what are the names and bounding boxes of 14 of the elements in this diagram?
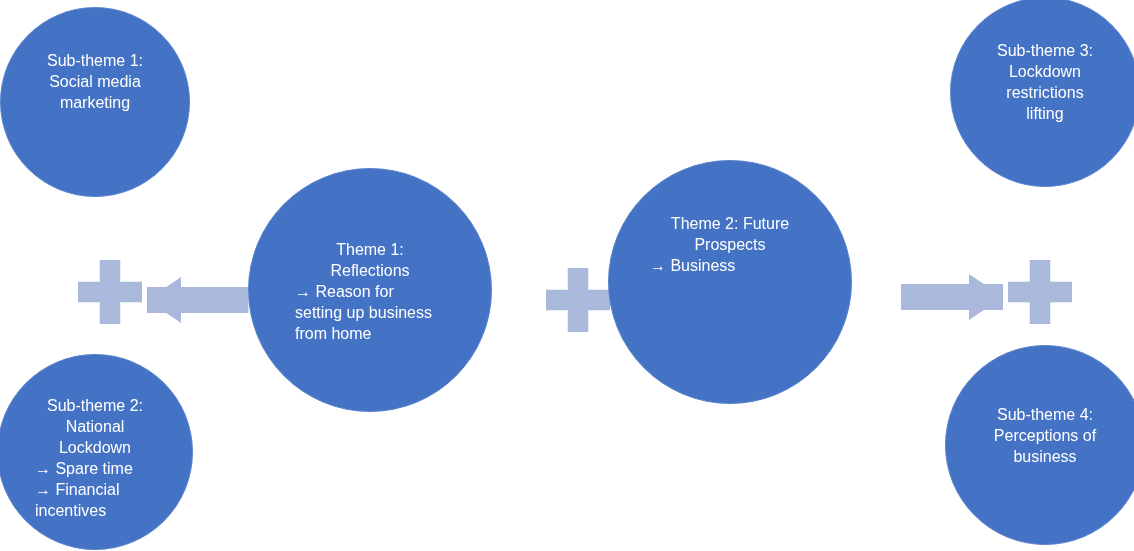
circle-item: → Financial incentives: [35, 480, 121, 521]
circle-item: → Spare time: [35, 459, 134, 479]
circle-heading: Sub-theme 3: Lockdown restrictions lifting: [995, 41, 1095, 124]
circle-heading: Sub-theme 4: Perceptions of business: [992, 405, 1098, 467]
plus-icon: [78, 260, 142, 324]
plus-icon: [1008, 260, 1072, 324]
block-arrow: [901, 274, 1003, 320]
circle-heading: Theme 2: Future Prospects: [669, 214, 791, 255]
circle-heading: Sub-theme 1: Social media marketing: [45, 51, 145, 113]
circle-heading: Theme 1: Reflections: [329, 240, 411, 281]
circle-heading: Sub-theme 2: National Lockdown: [45, 396, 145, 458]
block-arrow: [147, 277, 249, 323]
circle-item: → Reason for setting up business from home: [295, 282, 433, 344]
circle-item: → Business: [650, 256, 737, 276]
